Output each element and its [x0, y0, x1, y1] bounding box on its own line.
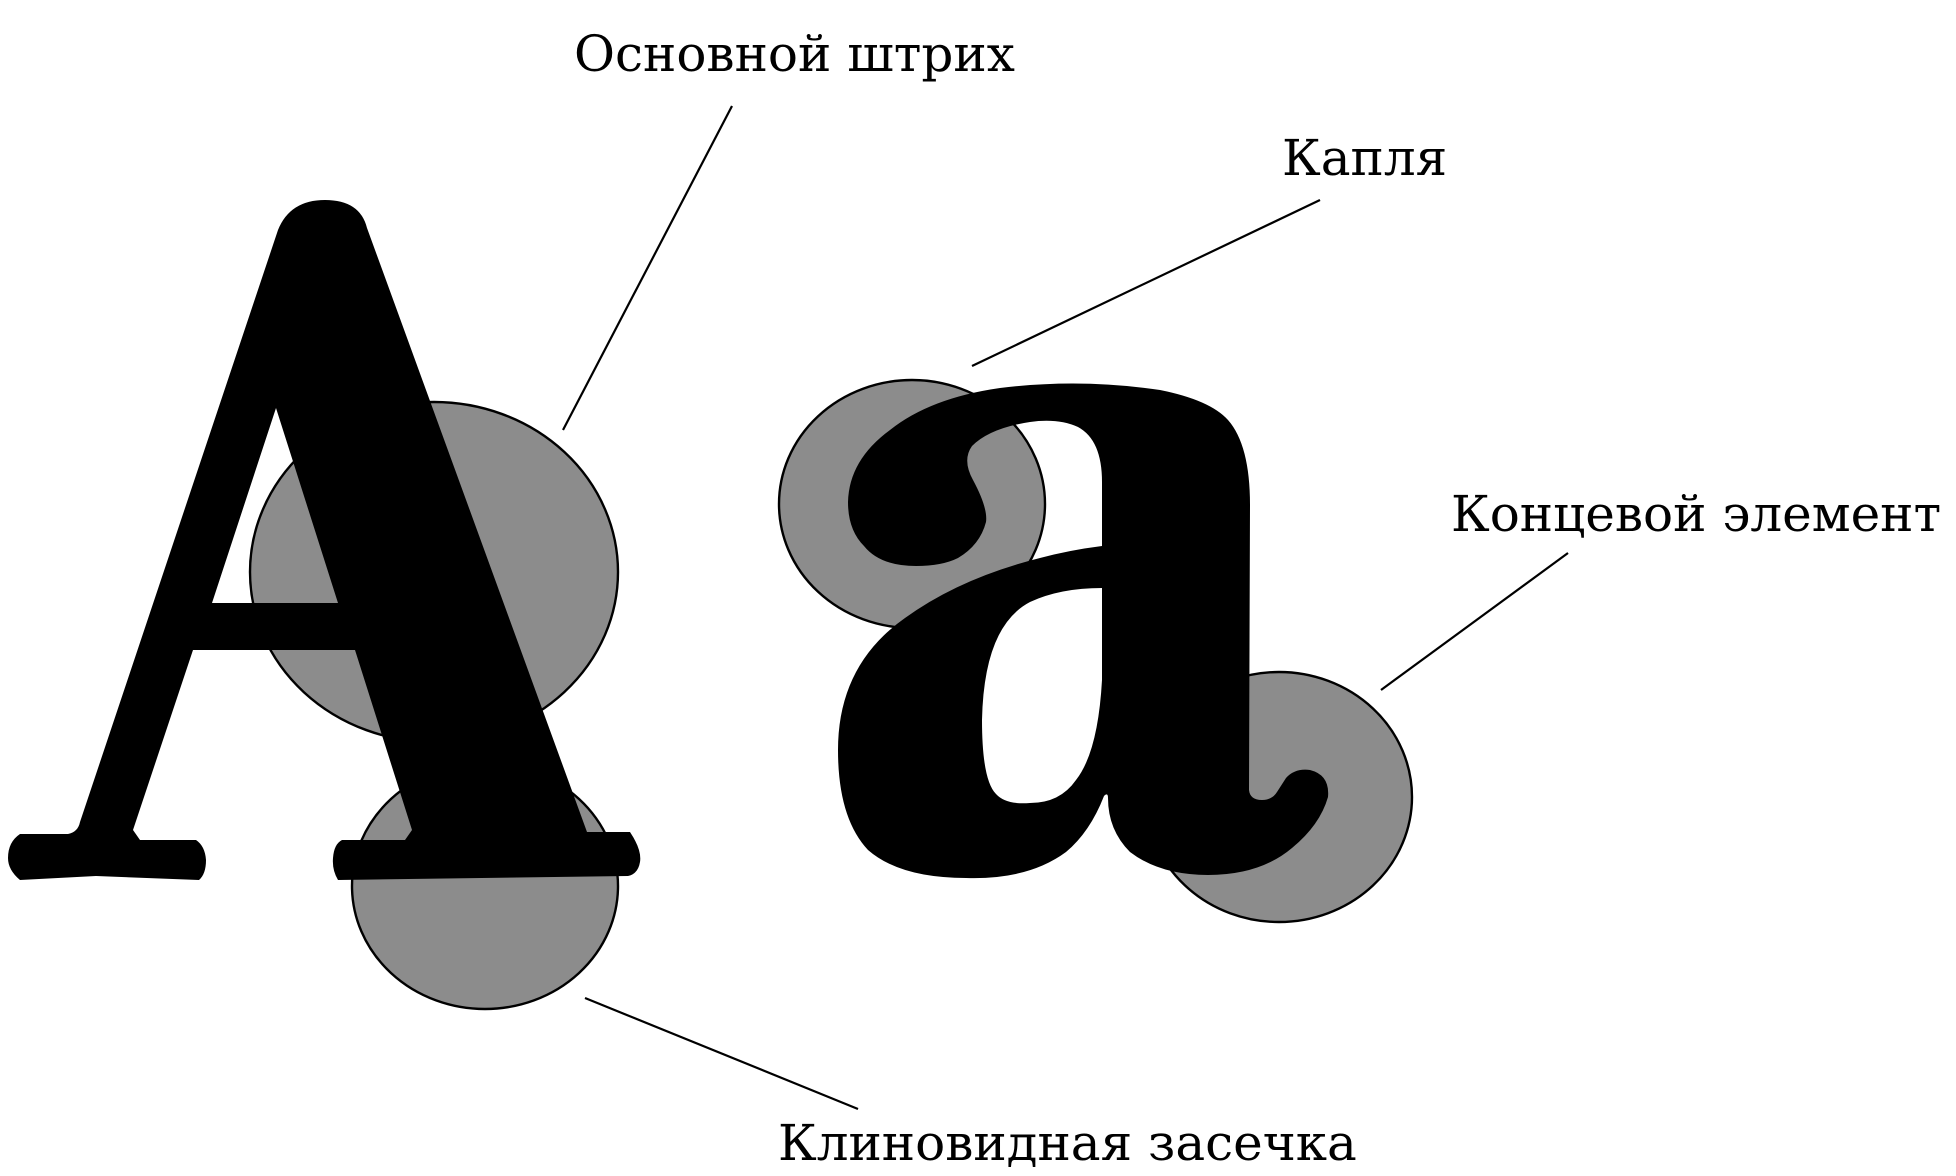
ball-terminal-leader-line: [971, 199, 1321, 367]
main-stroke-leader-line: [562, 105, 733, 431]
ball-terminal-label: Капля: [1282, 129, 1447, 187]
terminal-label: Концевой элемент: [1451, 485, 1941, 543]
wedge-serif-label: Клиновидная засечка: [778, 1114, 1357, 1172]
main-stroke-label: Основной штрих: [574, 25, 1015, 83]
capital-letter-a: [8, 200, 641, 880]
lowercase-a-shape: [838, 383, 1329, 879]
terminal-leader-line: [1380, 552, 1569, 691]
wedge-serif-leader-line: [584, 996, 859, 1111]
capital-a-shape: [8, 200, 641, 880]
lowercase-letter-a: [838, 383, 1329, 879]
